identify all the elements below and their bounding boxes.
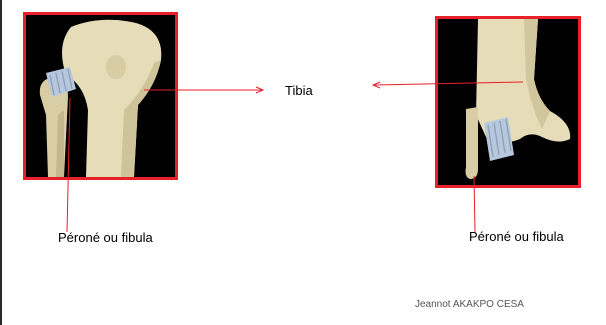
author-credit: Jeannot AKAKPO CESA	[415, 299, 524, 310]
slide-edge	[0, 0, 2, 325]
distal-tibia-image	[435, 16, 581, 188]
fibula-label-left: Péroné ou fibula	[58, 230, 153, 245]
distal-tibia-illustration	[438, 19, 578, 185]
fibula-label-right: Péroné ou fibula	[469, 229, 564, 244]
tibia-arrowhead-right	[373, 82, 380, 88]
tibia-arrowhead-left	[256, 87, 263, 93]
proximal-tibia-illustration	[26, 15, 175, 177]
proximal-tibia-image	[23, 12, 178, 180]
tibia-label: Tibia	[285, 83, 313, 98]
